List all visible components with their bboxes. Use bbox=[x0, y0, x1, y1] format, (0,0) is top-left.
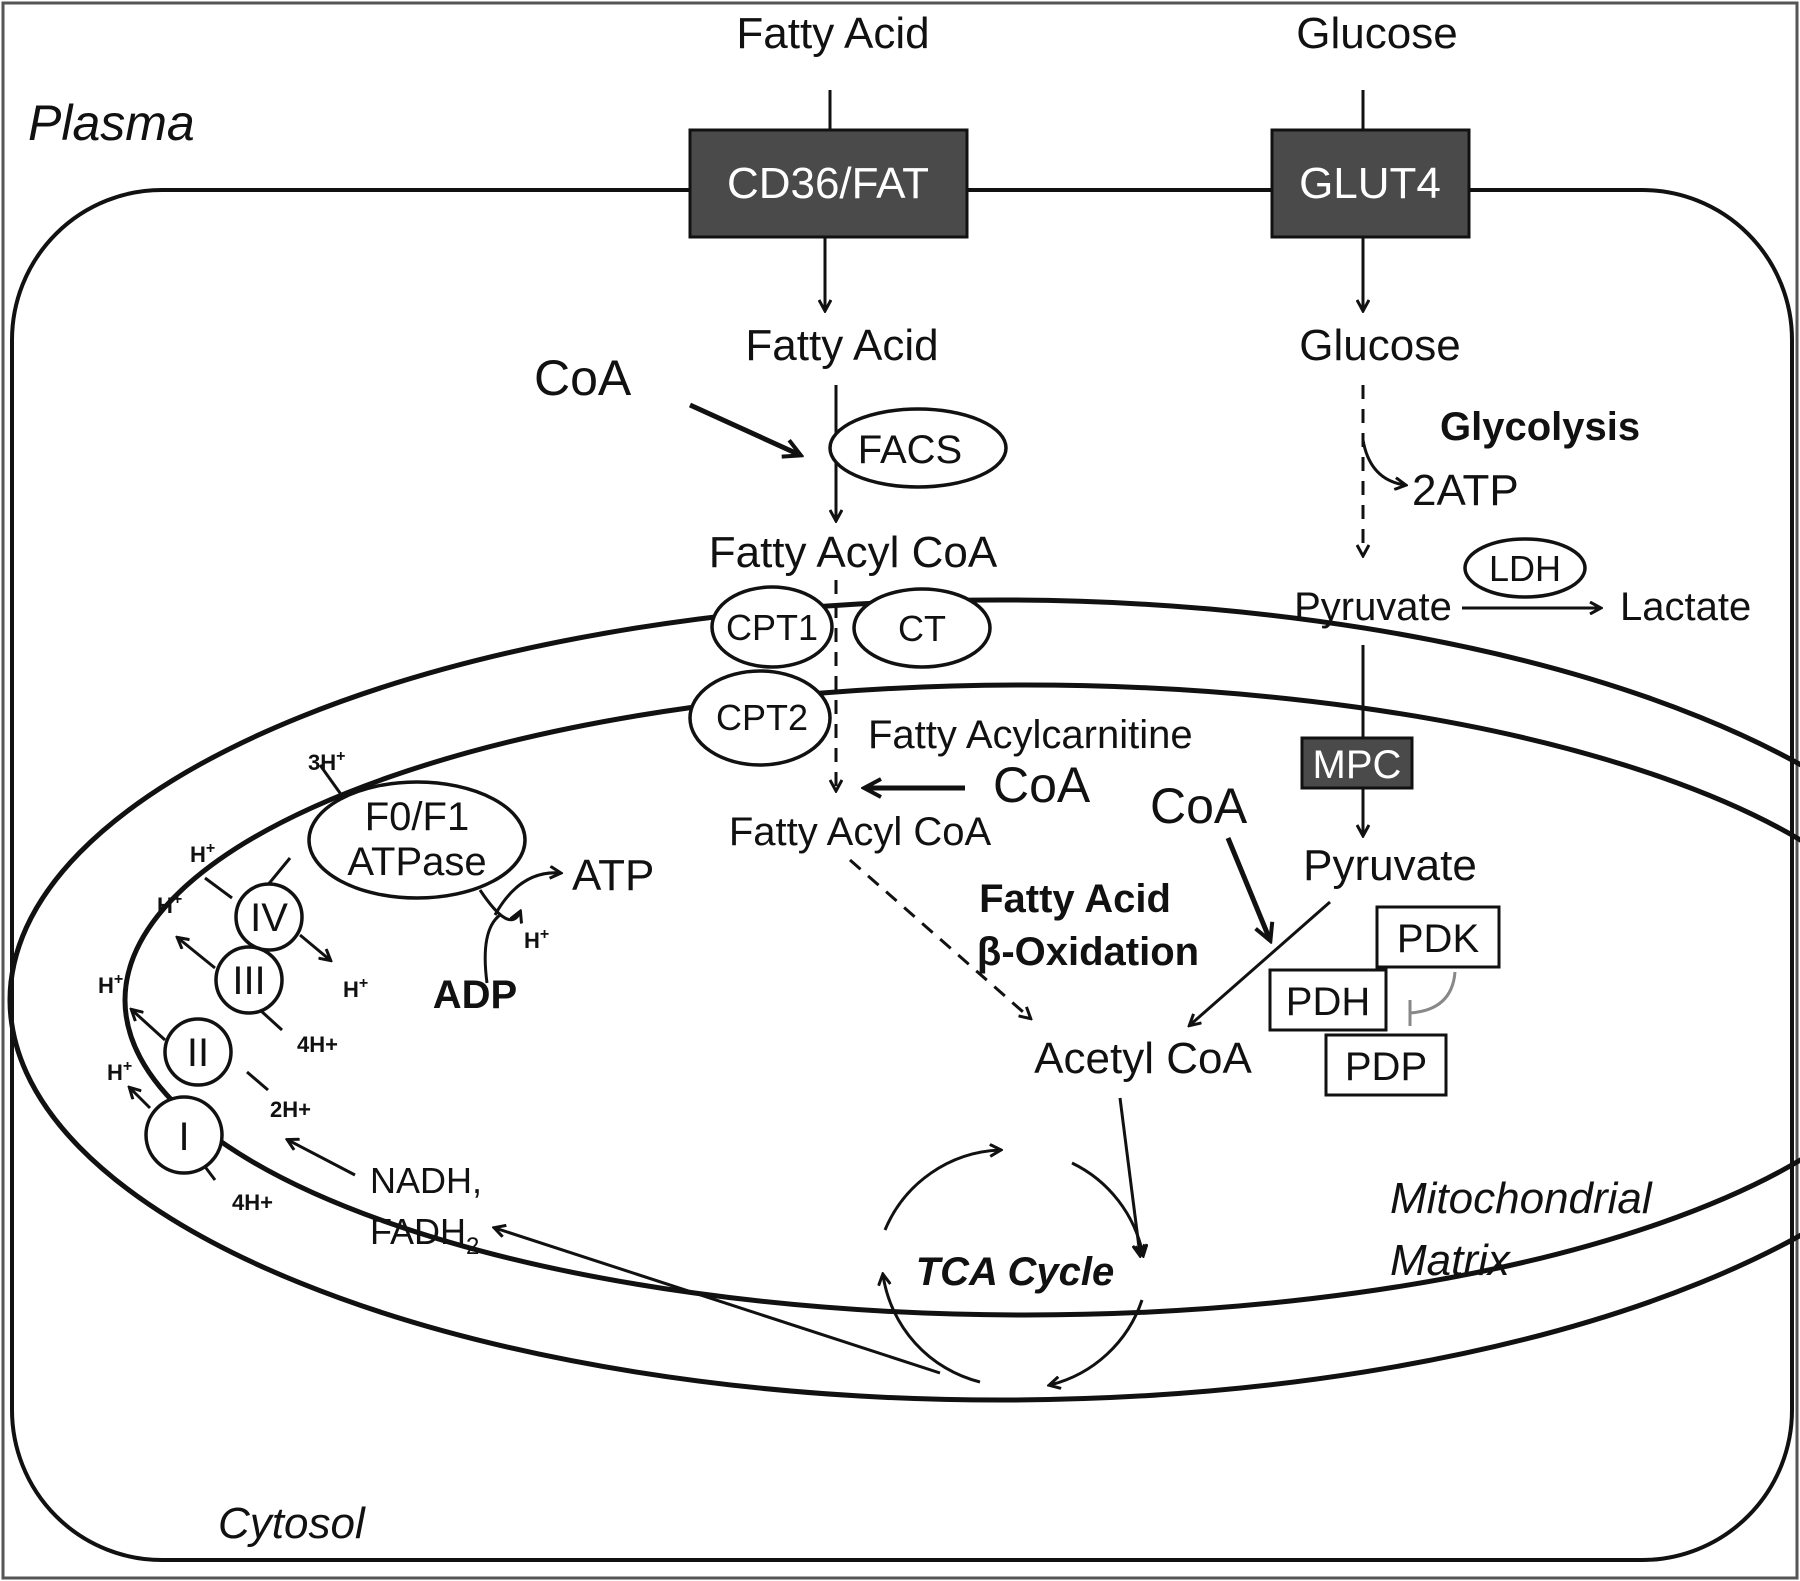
h-plus-label-3: H+ bbox=[98, 971, 123, 998]
h-plus-label-2: H+ bbox=[157, 891, 182, 918]
glut4-label: GLUT4 bbox=[1299, 159, 1441, 208]
glycolysis-label: Glycolysis bbox=[1440, 405, 1640, 449]
atpase-label-line1: F0/F1 bbox=[365, 795, 469, 839]
ldh-label: LDH bbox=[1489, 548, 1561, 589]
two-atp-label: 2ATP bbox=[1412, 466, 1519, 515]
outside-fatty-acid-label: Fatty Acid bbox=[736, 9, 929, 58]
pdp-label: PDP bbox=[1345, 1045, 1427, 1089]
proton-arrow-iii bbox=[178, 938, 216, 970]
coa-label-cytosol: CoA bbox=[534, 350, 632, 406]
coa-label-matrix-right: CoA bbox=[1150, 778, 1248, 834]
pdk-label: PDK bbox=[1397, 917, 1480, 961]
pdp-enzyme: PDP bbox=[1324, 1033, 1448, 1097]
coa-to-facs-arrow bbox=[688, 402, 800, 455]
h-plus-label-6: H+ bbox=[524, 926, 549, 953]
cd36-transporter: CD36/FAT bbox=[688, 128, 969, 239]
cpt1-label: CPT1 bbox=[726, 607, 818, 648]
atp-yield-arrow bbox=[1361, 439, 1405, 485]
mitochondrial-outer-membrane bbox=[7, 597, 1800, 1403]
coa-label-matrix-left: CoA bbox=[993, 757, 1091, 813]
tca-cycle: TCA Cycle bbox=[883, 1150, 1143, 1385]
complex-ii bbox=[163, 1017, 233, 1087]
electron-transport-chain: IV III II I bbox=[130, 764, 347, 1181]
tca-arc-top-right bbox=[1071, 1161, 1143, 1255]
proton-arrow-ii bbox=[132, 1010, 167, 1042]
pdk-inhibition-line bbox=[1409, 971, 1457, 1015]
proton-arrow-iv-out bbox=[299, 933, 330, 960]
mpc-label: MPC bbox=[1313, 743, 1402, 787]
mitochondrial-inner-membrane bbox=[122, 682, 1800, 1318]
outside-glucose-label: Glucose bbox=[1296, 9, 1457, 58]
cytosol-glucose-label: Glucose bbox=[1299, 321, 1460, 370]
atp-label: ATP bbox=[572, 851, 654, 900]
tca-to-nadh-arrow bbox=[495, 1228, 941, 1375]
mitochondrial-label-line2: Matrix bbox=[1390, 1236, 1512, 1285]
tca-arc-bottom-right bbox=[1050, 1299, 1144, 1385]
fadh-label: FADH2 bbox=[370, 1211, 479, 1260]
proton-arrow-iv bbox=[204, 876, 233, 900]
mitochondrial-label-line1: Mitochondrial bbox=[1390, 1174, 1653, 1223]
fatty-acylcarnitine-label: Fatty Acylcarnitine bbox=[868, 713, 1193, 757]
cpt2-label: CPT2 bbox=[716, 697, 808, 738]
cytosol-label: Cytosol bbox=[218, 1499, 366, 1548]
tca-arc-top-left bbox=[883, 1150, 1000, 1231]
cpt1-enzyme: CPT1 bbox=[710, 585, 834, 669]
h-plus-label-4: H+ bbox=[107, 1058, 132, 1085]
cytosol-fatty-acid-label: Fatty Acid bbox=[745, 321, 938, 370]
cytosol-pyruvate-label: Pyruvate bbox=[1294, 585, 1452, 629]
two-h-label: 2H+ bbox=[270, 1097, 311, 1122]
pdh-enzyme: PDH bbox=[1268, 968, 1388, 1032]
nadh-to-complex-i-arrow bbox=[288, 1140, 356, 1177]
cd36-label: CD36/FAT bbox=[727, 159, 929, 208]
atp-synthase: F0/F1 ATPase bbox=[307, 780, 527, 900]
adp-input-curve bbox=[483, 913, 501, 984]
four-h-label-a: 4H+ bbox=[297, 1032, 338, 1057]
h-plus-label-5: H+ bbox=[343, 975, 368, 1002]
matrix-fatty-acyl-coa-label: Fatty Acyl CoA bbox=[729, 810, 992, 854]
plasma-label: Plasma bbox=[28, 95, 195, 151]
ct-label: CT bbox=[898, 608, 946, 649]
lactate-label: Lactate bbox=[1620, 585, 1751, 629]
mpc-transporter: MPC bbox=[1300, 736, 1414, 790]
acetyl-coa-label: Acetyl CoA bbox=[1034, 1034, 1252, 1083]
tca-arc-bottom-left bbox=[883, 1275, 981, 1384]
three-h-label: 3H+ bbox=[308, 748, 345, 775]
cpt2-enzyme: CPT2 bbox=[688, 669, 832, 767]
beta-oxidation-arrow bbox=[849, 858, 1030, 1018]
atpase-label-line2: ATPase bbox=[347, 840, 486, 884]
adp-label: ADP bbox=[433, 973, 517, 1017]
complex-i bbox=[144, 1095, 224, 1175]
complex-iv-label: IV bbox=[250, 896, 288, 940]
pdh-label: PDH bbox=[1286, 980, 1370, 1024]
proton-arrow-i bbox=[130, 1088, 152, 1110]
cell-membrane bbox=[10, 188, 1794, 1562]
nadh-label: NADH, bbox=[370, 1160, 482, 1201]
matrix-pyruvate-label: Pyruvate bbox=[1303, 841, 1477, 890]
coa-to-pdh-arrow bbox=[1225, 837, 1270, 940]
complex-iii bbox=[214, 945, 284, 1015]
acetyl-coa-to-tca-arrow bbox=[1118, 1097, 1140, 1255]
pdh-reaction-arrow bbox=[1190, 900, 1331, 1025]
complex-ii-label: II bbox=[187, 1031, 209, 1075]
ldh-enzyme: LDH bbox=[1463, 537, 1587, 599]
glut4-transporter: GLUT4 bbox=[1270, 128, 1471, 239]
proton-release-arrow bbox=[478, 889, 520, 920]
atp-synthesis-arrow bbox=[493, 873, 560, 916]
complex-iii-label: III bbox=[232, 959, 265, 1003]
complex-iv bbox=[234, 882, 304, 952]
four-h-label-b: 4H+ bbox=[232, 1190, 273, 1215]
ct-transporter: CT bbox=[852, 587, 992, 669]
cytosol-fatty-acyl-coa-label: Fatty Acyl CoA bbox=[709, 528, 998, 577]
beta-oxidation-label-line2: β-Oxidation bbox=[977, 930, 1199, 974]
beta-oxidation-label-line1: Fatty Acid bbox=[979, 877, 1171, 921]
pdk-enzyme: PDK bbox=[1375, 905, 1501, 969]
tca-cycle-label: TCA Cycle bbox=[916, 1250, 1115, 1294]
facs-label: FACS bbox=[858, 428, 962, 472]
h-plus-label-1: H+ bbox=[190, 840, 215, 867]
complex-i-label: I bbox=[178, 1115, 189, 1159]
facs-enzyme: FACS bbox=[828, 407, 1008, 489]
